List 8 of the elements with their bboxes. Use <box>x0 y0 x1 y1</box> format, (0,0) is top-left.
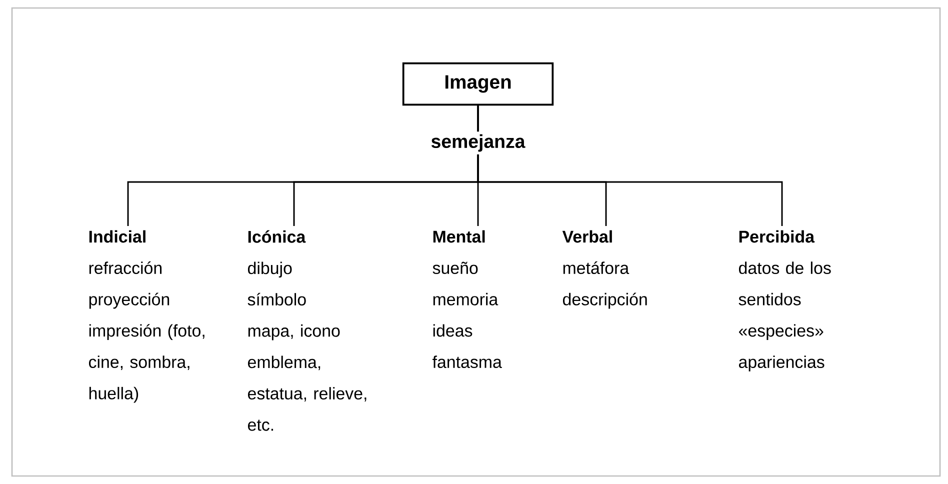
category-text: Mental sueño memoria ideas fantasma <box>432 230 502 368</box>
category-text: Percibida datos de los sentidos «especies» apariencias <box>738 230 831 372</box>
category-text: Icónica dibujo símbolo mapa, icono emblema, estatua, relieve, etc. <box>248 230 366 431</box>
title-box: Imagen <box>402 62 554 106</box>
relation-label: semejanza <box>428 132 528 154</box>
category-text: Verbal metáfora descripción <box>562 230 647 309</box>
connector-line <box>477 106 783 226</box>
category-text: Indicial refracción proyección impresión (foto, cine, sombra, huella) <box>89 230 204 403</box>
